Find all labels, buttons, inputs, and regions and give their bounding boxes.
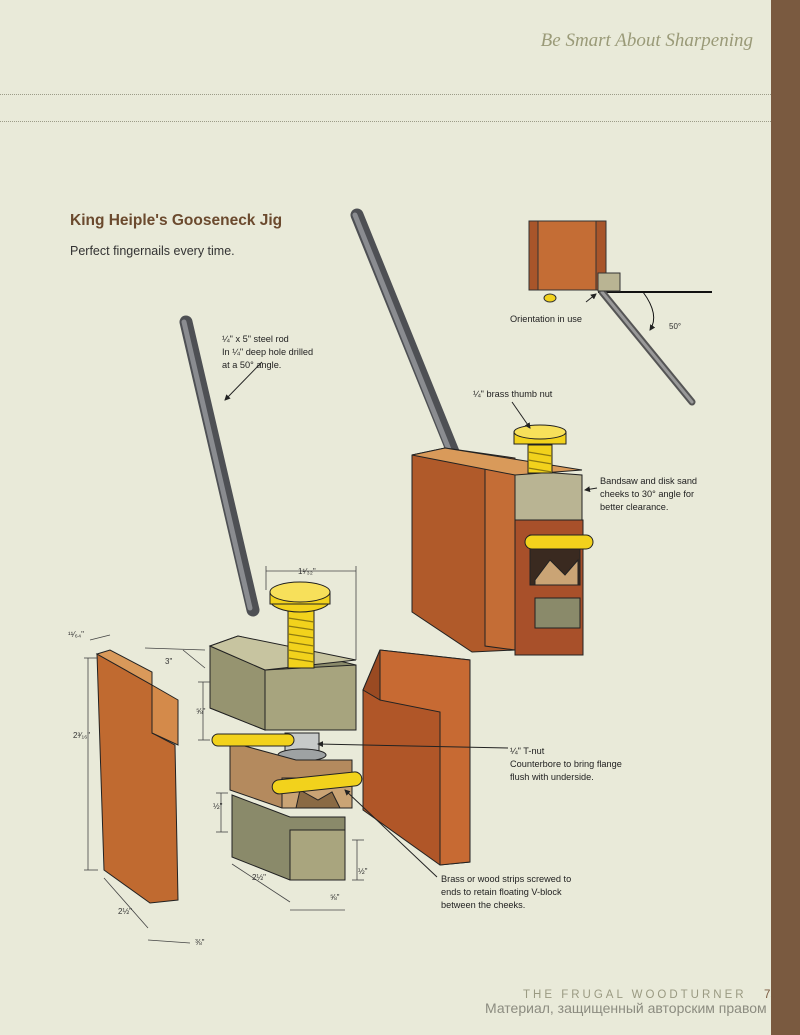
leader-lines (224, 293, 598, 878)
bottom-block (231, 794, 346, 881)
dim-bottom-length: 2½" (252, 873, 266, 882)
divider-top (0, 94, 771, 95)
left-steel-rod (179, 315, 260, 617)
left-top-block (208, 635, 357, 731)
left-cheek (95, 649, 179, 904)
right-thumb-nut (513, 424, 567, 474)
dim-cheek-height: 2³⁄₁₆" (73, 731, 90, 740)
right-steel-rod (350, 208, 460, 459)
callout-bandsaw: Bandsaw and disk sand cheeks to 30° angl… (600, 476, 698, 512)
assembled-jig (411, 447, 594, 656)
page-edge-bar (771, 0, 800, 1035)
dimension-lines (84, 566, 364, 944)
page-number: 75 (764, 989, 777, 1001)
dim-cheek-width: ⅜" (195, 938, 205, 947)
jig-illustration: 1¹⁄₃₂" 3" ⅝" ¹¹⁄₆₄" 2³⁄₁₆" 2½" ⅜" ½" 2½"… (68, 208, 712, 947)
v-block (211, 733, 363, 809)
callout-steel-rod: ¼" x 5" steel rod In ¼" deep hole drille… (222, 334, 314, 370)
footer-book-title: THE FRUGAL WOODTURNER (523, 989, 747, 1001)
right-cheek (362, 649, 471, 866)
dim-cheek-length: 2½" (118, 907, 132, 916)
left-thumb-nut (269, 581, 331, 669)
callout-t-nut: ¼" T-nut Counterbore to bring flange flu… (510, 746, 622, 782)
dim-block-length: 3" (165, 657, 172, 666)
callout-orientation: Orientation in use (510, 314, 583, 324)
dim-cheek-thickness: ¹¹⁄₆₄" (68, 630, 84, 639)
section-title: King Heiple's Gooseneck Jig (70, 212, 283, 229)
divider-bottom (0, 121, 771, 122)
callout-strips: Brass or wood strips screwed to ends to … (441, 874, 572, 910)
dim-bottom-width: ⅝" (330, 893, 340, 902)
dim-block-height: ⅝" (196, 707, 206, 716)
dim-bottom-height: ½" (358, 867, 368, 876)
running-head: Be Smart About Sharpening (540, 30, 753, 51)
callout-thumb-nut: ¼" brass thumb nut (473, 389, 553, 399)
dim-top-width: 1¹⁄₃₂" (298, 567, 316, 576)
dim-vblock-height: ½" (213, 802, 223, 811)
copyright-watermark: Материал, защищенный авторским правом (485, 1000, 767, 1016)
angle-label: 50° (669, 322, 681, 331)
orientation-inset (528, 220, 712, 406)
section-subtitle: Perfect fingernails every time. (70, 244, 235, 258)
